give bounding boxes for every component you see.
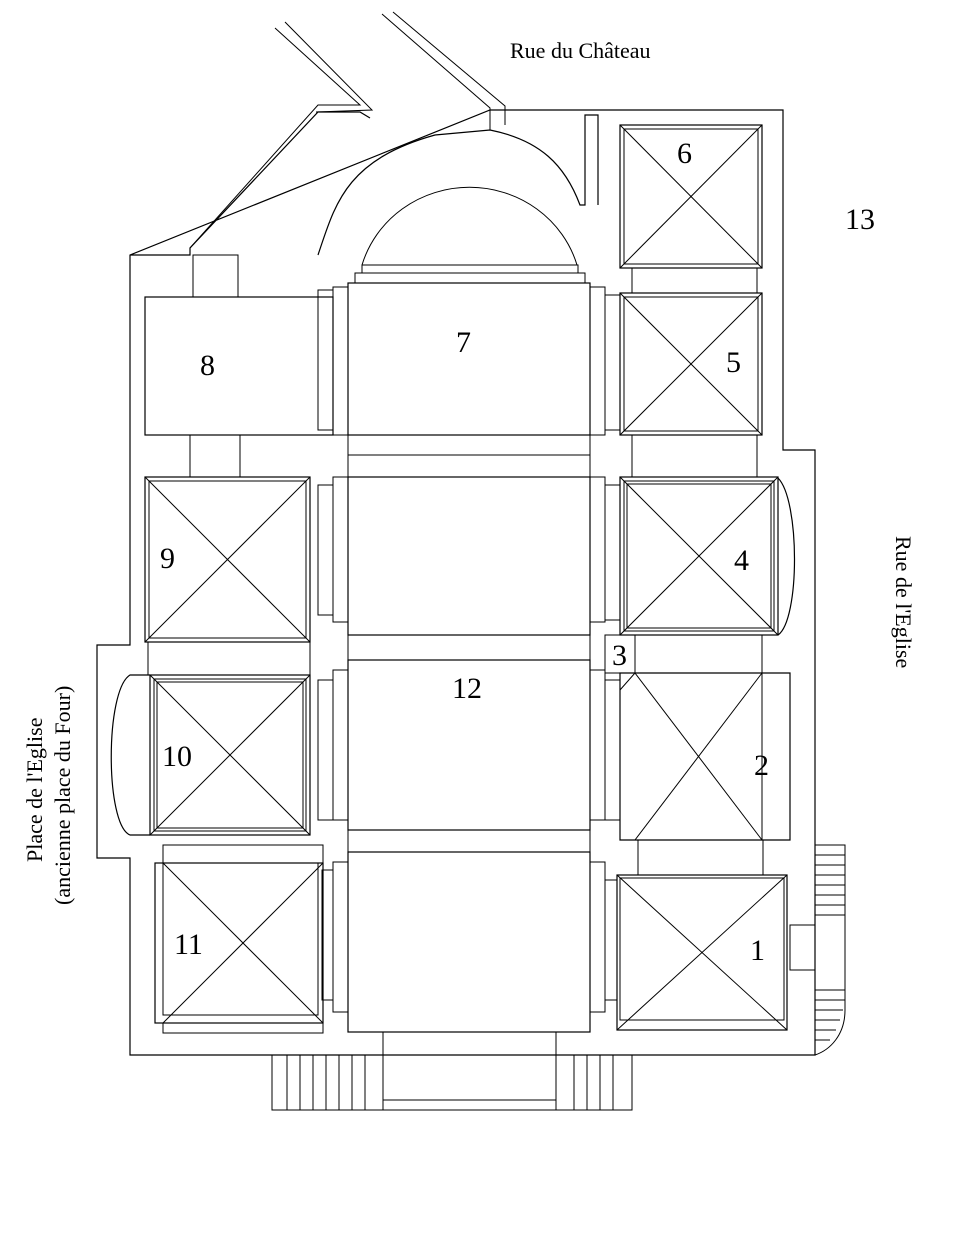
label-9: 9: [160, 542, 175, 575]
street-ancienne-place-du-four: (ancienne place du Four): [50, 686, 75, 905]
side-door-east: [789, 924, 816, 971]
east-steps: [814, 844, 846, 1056]
lane-wall-left: [189, 21, 374, 249]
nave-pier-right-2: [589, 669, 606, 821]
label-3: 3: [612, 639, 627, 672]
label-7: 7: [456, 326, 471, 359]
label-6: 6: [677, 137, 692, 170]
nave-pier-left-3: [332, 861, 349, 1013]
nave-transverse-arch-2: [347, 454, 591, 478]
passage-9-10: [147, 641, 311, 676]
street-rue-de-l-eglise: Rue de l'Eglise: [891, 536, 916, 668]
label-11: 11: [174, 928, 203, 961]
chapel-5: [619, 292, 763, 436]
chapel-4-apse: [777, 477, 796, 636]
lane-wall-right: [381, 11, 506, 130]
passage-4-2: [634, 634, 763, 674]
label-8: 8: [200, 349, 215, 382]
label-13: 13: [845, 203, 875, 236]
nave-transverse-arch-3: [347, 634, 591, 661]
room-7-choir: [347, 282, 591, 436]
entrance-threshold: [382, 1031, 557, 1056]
label-10: 10: [162, 740, 192, 773]
nave-bay-3: [347, 851, 591, 1033]
label-4: 4: [734, 544, 749, 577]
nave-pier-right-1: [589, 476, 606, 623]
chapel-10-apse: [110, 674, 150, 836]
chapel-10: [149, 674, 311, 836]
arcade-top-right: [604, 294, 621, 431]
apse-base-step-2: [354, 272, 586, 284]
arcade-left-2: [317, 679, 334, 821]
chapel-11: [154, 862, 324, 1034]
arcade-right-1: [604, 484, 621, 621]
south-steps: [271, 1054, 633, 1111]
nave-pier-left-2: [332, 669, 349, 821]
arcade-right-2: [604, 679, 621, 821]
street-place-de-l-eglise: Place de l'Eglise: [22, 718, 47, 862]
passage-2-1: [637, 839, 764, 876]
nave-transverse-arch-4: [347, 829, 591, 853]
nave-bay-1: [347, 476, 591, 636]
passage-5-4: [631, 434, 758, 478]
apse-base-step-1: [361, 264, 579, 274]
arcade-top-left: [317, 289, 334, 431]
room-7-pier-left: [332, 286, 349, 436]
passage-10-11: [162, 844, 324, 864]
apse-outer-wall: [317, 114, 599, 256]
passage-6-5: [631, 267, 758, 294]
nave-pier-left-1: [332, 476, 349, 623]
chapel-4: [619, 476, 779, 636]
label-1: 1: [750, 934, 765, 967]
room-7-pier-right: [589, 286, 606, 436]
arcade-left-1: [317, 484, 334, 616]
passage-8-north: [192, 254, 239, 298]
street-rue-du-chateau: Rue du Château: [510, 38, 651, 63]
room-8-sacristy: [144, 296, 334, 436]
arcade-left-3: [321, 869, 334, 1001]
arcade-right-3: [604, 879, 618, 1001]
passage-8-9: [189, 434, 241, 478]
label-12: 12: [452, 672, 482, 705]
apse-dome: [361, 186, 578, 266]
label-5: 5: [726, 346, 741, 379]
chapel-1: [616, 874, 788, 1031]
nave-transverse-arch-1: [347, 434, 591, 456]
label-2: 2: [754, 749, 769, 782]
nave-pier-right-3: [589, 861, 606, 1013]
